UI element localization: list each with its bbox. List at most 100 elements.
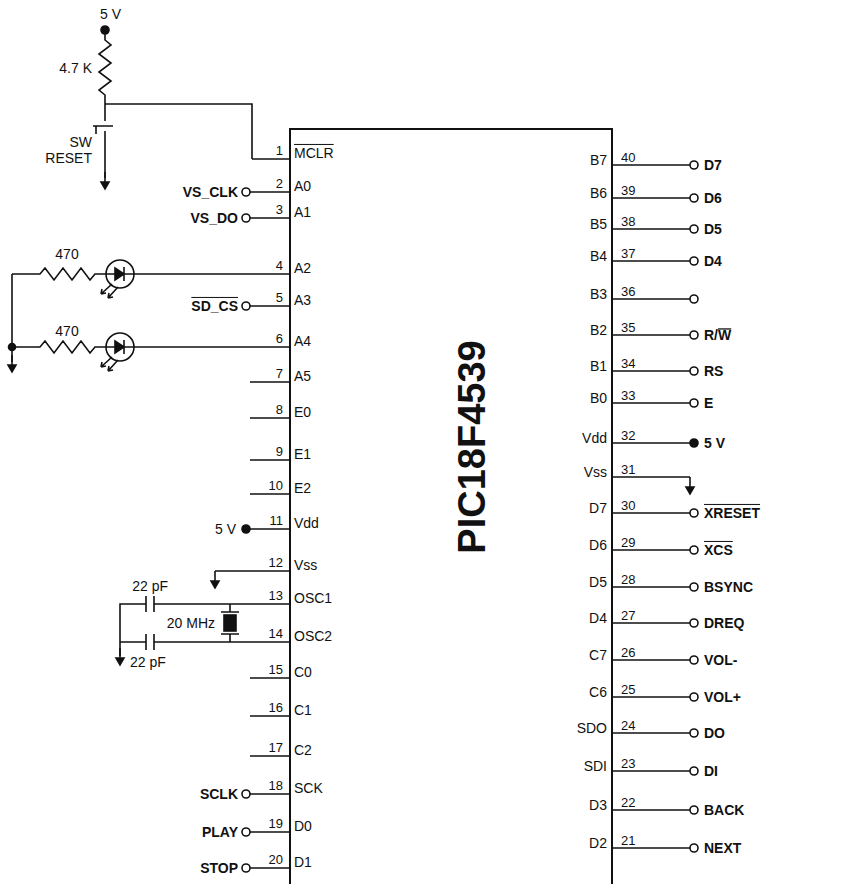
pin-name: E1 <box>294 446 311 462</box>
crystal-symbol <box>224 615 236 631</box>
pin-name: A3 <box>294 292 311 308</box>
pin-line <box>250 305 289 307</box>
pin-number: 26 <box>621 646 635 661</box>
pin-name: B2 <box>590 322 607 338</box>
terminal-circle <box>242 828 250 836</box>
pin-number: 31 <box>621 463 635 478</box>
crystal-symbol <box>221 604 239 642</box>
pin-name: A4 <box>294 333 311 349</box>
pin-number: 12 <box>269 556 283 571</box>
signal-name: XCS <box>704 542 733 558</box>
pin-name: A5 <box>294 368 311 384</box>
pin-name: Vss <box>294 557 317 573</box>
pin-number: 40 <box>621 151 635 166</box>
pin-number: 27 <box>621 609 635 624</box>
ground-symbol <box>686 487 694 494</box>
pin-name: D0 <box>294 818 312 834</box>
pin-number: 13 <box>269 589 283 604</box>
component-value: 22 pF <box>132 578 168 594</box>
pin-name: SDO <box>577 720 607 736</box>
terminal-circle <box>690 767 698 775</box>
signal-name: SD_CS <box>191 298 238 314</box>
pin-name: SCK <box>294 780 323 796</box>
pin-number: 11 <box>270 514 284 529</box>
wire <box>120 604 146 656</box>
pin-number: 36 <box>621 285 635 300</box>
pin-name: A2 <box>294 260 311 276</box>
signal-name: PLAY <box>202 824 238 840</box>
pin-line <box>250 459 289 461</box>
terminal-circle <box>242 188 250 196</box>
pin-number: 7 <box>276 367 283 382</box>
terminal-circle <box>690 806 698 814</box>
pin-number: 9 <box>276 445 283 460</box>
pin-number: 18 <box>269 779 283 794</box>
pin-number: 21 <box>621 834 635 849</box>
signal-name: DI <box>704 763 718 779</box>
wire <box>105 104 252 159</box>
pin-name: D4 <box>589 610 607 626</box>
pin-number: 33 <box>621 389 635 404</box>
component-value: 4.7 K <box>59 60 92 76</box>
pin-name: E2 <box>294 480 311 496</box>
signal-name: DREQ <box>704 615 744 631</box>
capacitor-symbol <box>146 596 154 650</box>
terminal-circle <box>690 194 698 202</box>
signal-name: D6 <box>704 190 722 206</box>
signal-name: VS_CLK <box>183 184 238 200</box>
pin-name: C0 <box>294 664 312 680</box>
pin-number: 15 <box>269 663 283 678</box>
pin-lines <box>8 159 731 872</box>
terminal-circle <box>690 619 698 627</box>
pin-line <box>250 831 289 833</box>
pin-number: 25 <box>621 683 635 698</box>
junction-dot <box>9 344 16 351</box>
pin-name: B1 <box>590 358 607 374</box>
pin-line <box>250 715 289 717</box>
switch-label: SW RESET <box>32 134 92 166</box>
pin-line <box>250 381 289 383</box>
pin-number: 4 <box>276 259 283 274</box>
terminal-circle <box>690 656 698 664</box>
signal-name: RS <box>704 363 723 379</box>
signal-name: STOP <box>200 860 238 876</box>
pin-name: E0 <box>294 404 311 420</box>
terminal-circle <box>690 509 698 517</box>
pin-name: SDI <box>584 758 607 774</box>
pin-number: 37 <box>621 247 635 262</box>
pin-number: 1 <box>276 144 283 159</box>
pin-number: 32 <box>621 429 635 444</box>
pin-number: 35 <box>621 321 635 336</box>
pin-line <box>154 603 289 605</box>
pin-number: 6 <box>276 332 283 347</box>
pin-line <box>250 755 289 757</box>
terminal-circle <box>242 864 250 872</box>
pin-name: Vdd <box>294 515 319 531</box>
signal-name: NEXT <box>704 840 741 856</box>
pin-number: 5 <box>276 291 283 306</box>
ground-symbol <box>211 581 219 588</box>
terminal-circle <box>690 729 698 737</box>
pin-name: Vss <box>584 464 607 480</box>
pin-name: C6 <box>589 684 607 700</box>
signal-name: R/W <box>704 327 731 343</box>
pin-name: OSC1 <box>294 590 332 606</box>
pin-name: OSC2 <box>294 628 332 644</box>
pin-name: D6 <box>589 537 607 553</box>
component-value: 20 MHz <box>167 615 215 631</box>
pin-line <box>134 346 289 348</box>
signal-name: D4 <box>704 253 722 269</box>
ic-body: PIC18F4539 <box>289 128 613 884</box>
pin-line <box>134 273 289 275</box>
pin-number: 39 <box>621 184 635 199</box>
terminal-circle <box>690 693 698 701</box>
terminal-circle <box>690 161 698 169</box>
switch-symbol <box>93 104 113 178</box>
pin-name: A1 <box>294 204 311 220</box>
pin-name: B7 <box>590 152 607 168</box>
component-value: 470 <box>55 246 78 262</box>
resistor-symbol <box>12 268 106 280</box>
signal-name: D5 <box>704 221 722 237</box>
